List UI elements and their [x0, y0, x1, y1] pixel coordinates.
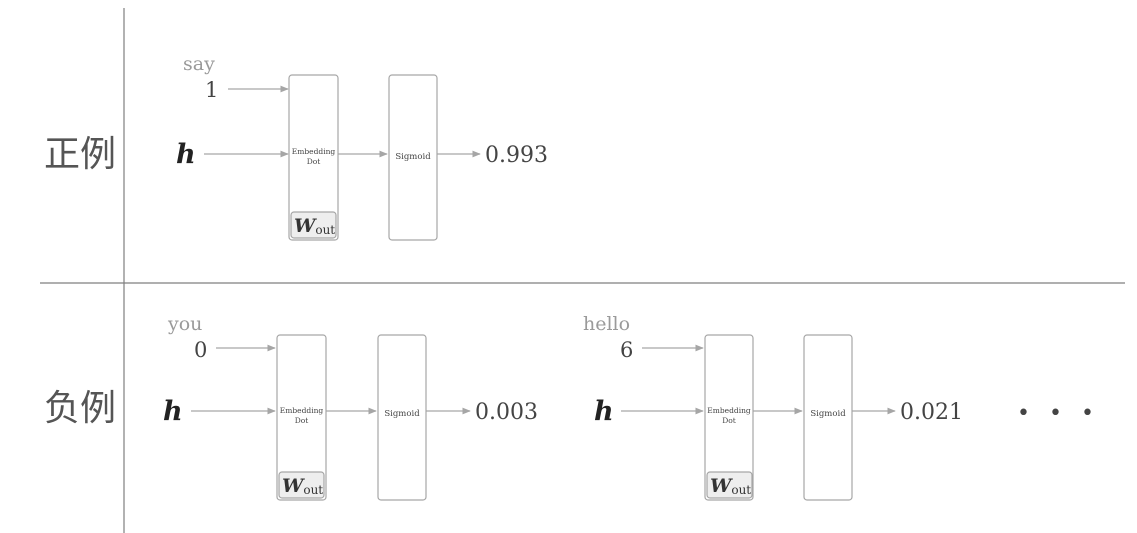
- output-score: 0.003: [475, 400, 538, 425]
- word-index: 0: [194, 338, 207, 362]
- weight-sub: out: [315, 223, 335, 237]
- hidden-vector-h: h: [594, 396, 614, 427]
- embedding-dot-label-line1: Embedding: [707, 406, 751, 415]
- positive-row-label: 正例: [44, 134, 116, 175]
- weight-label: Wout: [710, 475, 751, 497]
- sigmoid-layer: [388, 74, 438, 241]
- sigmoid-layer: [803, 334, 853, 501]
- output-score: 0.021: [900, 400, 963, 425]
- weight-sub: out: [303, 483, 323, 497]
- weight-sub: out: [731, 483, 751, 497]
- word-index: 6: [620, 338, 633, 362]
- embedding-dot-layer: [276, 334, 327, 501]
- target-word: hello: [583, 313, 630, 335]
- hidden-vector-h: h: [176, 139, 196, 170]
- embedding-dot-label-line2: Dot: [307, 157, 321, 166]
- embedding-dot-layer: [704, 334, 754, 501]
- embedding-dot-layer: [288, 74, 339, 241]
- weight-box: [290, 211, 337, 239]
- weight-main: W: [282, 475, 305, 497]
- sigmoid-label: Sigmoid: [810, 409, 846, 419]
- weight-box: [706, 471, 753, 499]
- weight-label: Wout: [294, 215, 335, 237]
- negative-example-you: you 0 h Embedding Dot Wout Sigmoid 0.003: [163, 313, 538, 501]
- embedding-dot-label-line2: Dot: [722, 416, 736, 425]
- negative-example-hello: hello 6 h Embedding Dot Wout Sigmoid 0.0…: [583, 313, 963, 501]
- hidden-vector-h: h: [163, 396, 183, 427]
- weight-label: Wout: [282, 475, 323, 497]
- weight-main: W: [294, 215, 317, 237]
- target-word: say: [183, 53, 215, 75]
- sigmoid-layer: [377, 334, 427, 501]
- embedding-dot-label-line1: Embedding: [280, 406, 324, 415]
- target-word: you: [167, 313, 202, 335]
- continuation-ellipsis: • • •: [1017, 401, 1100, 426]
- embedding-dot-label-line1: Embedding: [292, 147, 336, 156]
- sigmoid-label: Sigmoid: [384, 409, 420, 419]
- weight-box: [278, 471, 325, 499]
- negative-row-label: 负例: [44, 388, 116, 429]
- embedding-dot-label-line2: Dot: [295, 416, 309, 425]
- output-score: 0.993: [485, 143, 548, 168]
- weight-main: W: [710, 475, 733, 497]
- positive-example-say: say 1 h Embedding Dot Wout Sigmoid 0.993: [176, 53, 548, 241]
- sigmoid-label: Sigmoid: [395, 152, 431, 162]
- word-index: 1: [205, 78, 218, 102]
